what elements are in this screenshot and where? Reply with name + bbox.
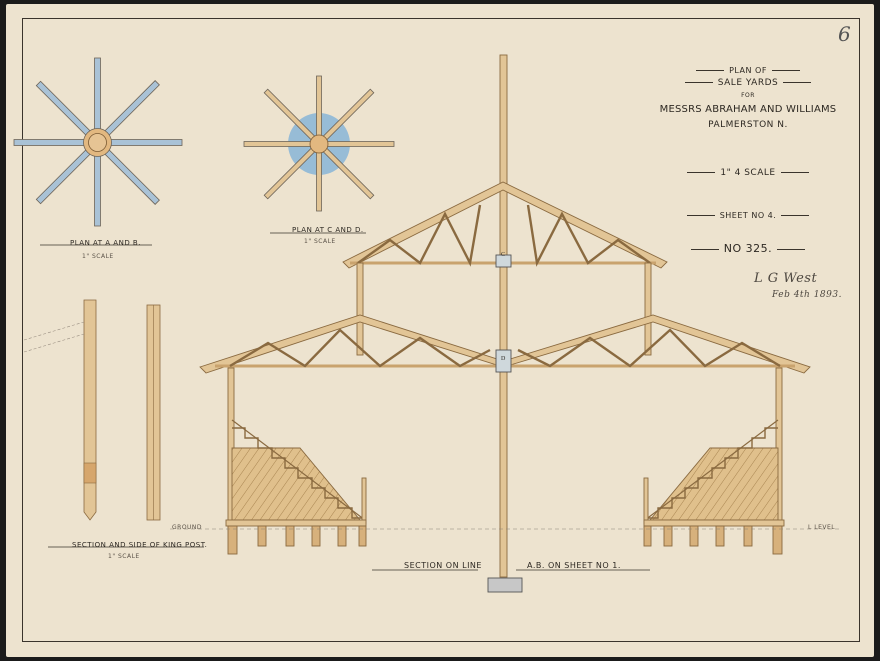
drawing-number: No 325. [640,242,856,255]
label-underlines [40,232,650,571]
title-line-4: Messrs Abraham and Williams [659,104,837,115]
title-line-5: Palmerston N. [708,120,788,130]
marker-c: C [501,252,506,258]
scale-label: 1" 4 Scale [640,168,856,178]
page-number: 6 [838,22,852,46]
title-line-2: Sale Yards [640,78,856,88]
title-line-3: for [741,92,755,99]
sheet-number: Sheet No 4. [640,211,856,220]
signature-name: L G West [754,271,818,286]
king-post-scale: 1" Scale [108,553,140,560]
plan-c-d-figure [243,75,395,212]
king-post-figure [23,299,161,521]
ground-label-left: Ground [172,524,203,531]
plan-a-b-figure [13,57,183,227]
section-ref-label: A.B. on Sheet No 1. [527,561,621,570]
plan-a-b-scale: 1" Scale [82,253,114,260]
signature-date: Feb 4th 1893. [772,290,842,300]
king-post-label: Section and Side of King Post. [72,541,208,549]
plan-c-d-scale: 1" Scale [304,238,336,245]
plan-a-b-label: Plan at A and B. [70,239,141,247]
ground-label-right: L Level [808,524,836,531]
section-figure [199,54,811,593]
section-label: Section on line [404,561,482,570]
plan-c-d-label: Plan at C and D. [292,226,364,234]
border-frame [22,18,860,642]
title-line-1: Plan of [640,66,856,75]
marker-d: D [501,356,506,362]
